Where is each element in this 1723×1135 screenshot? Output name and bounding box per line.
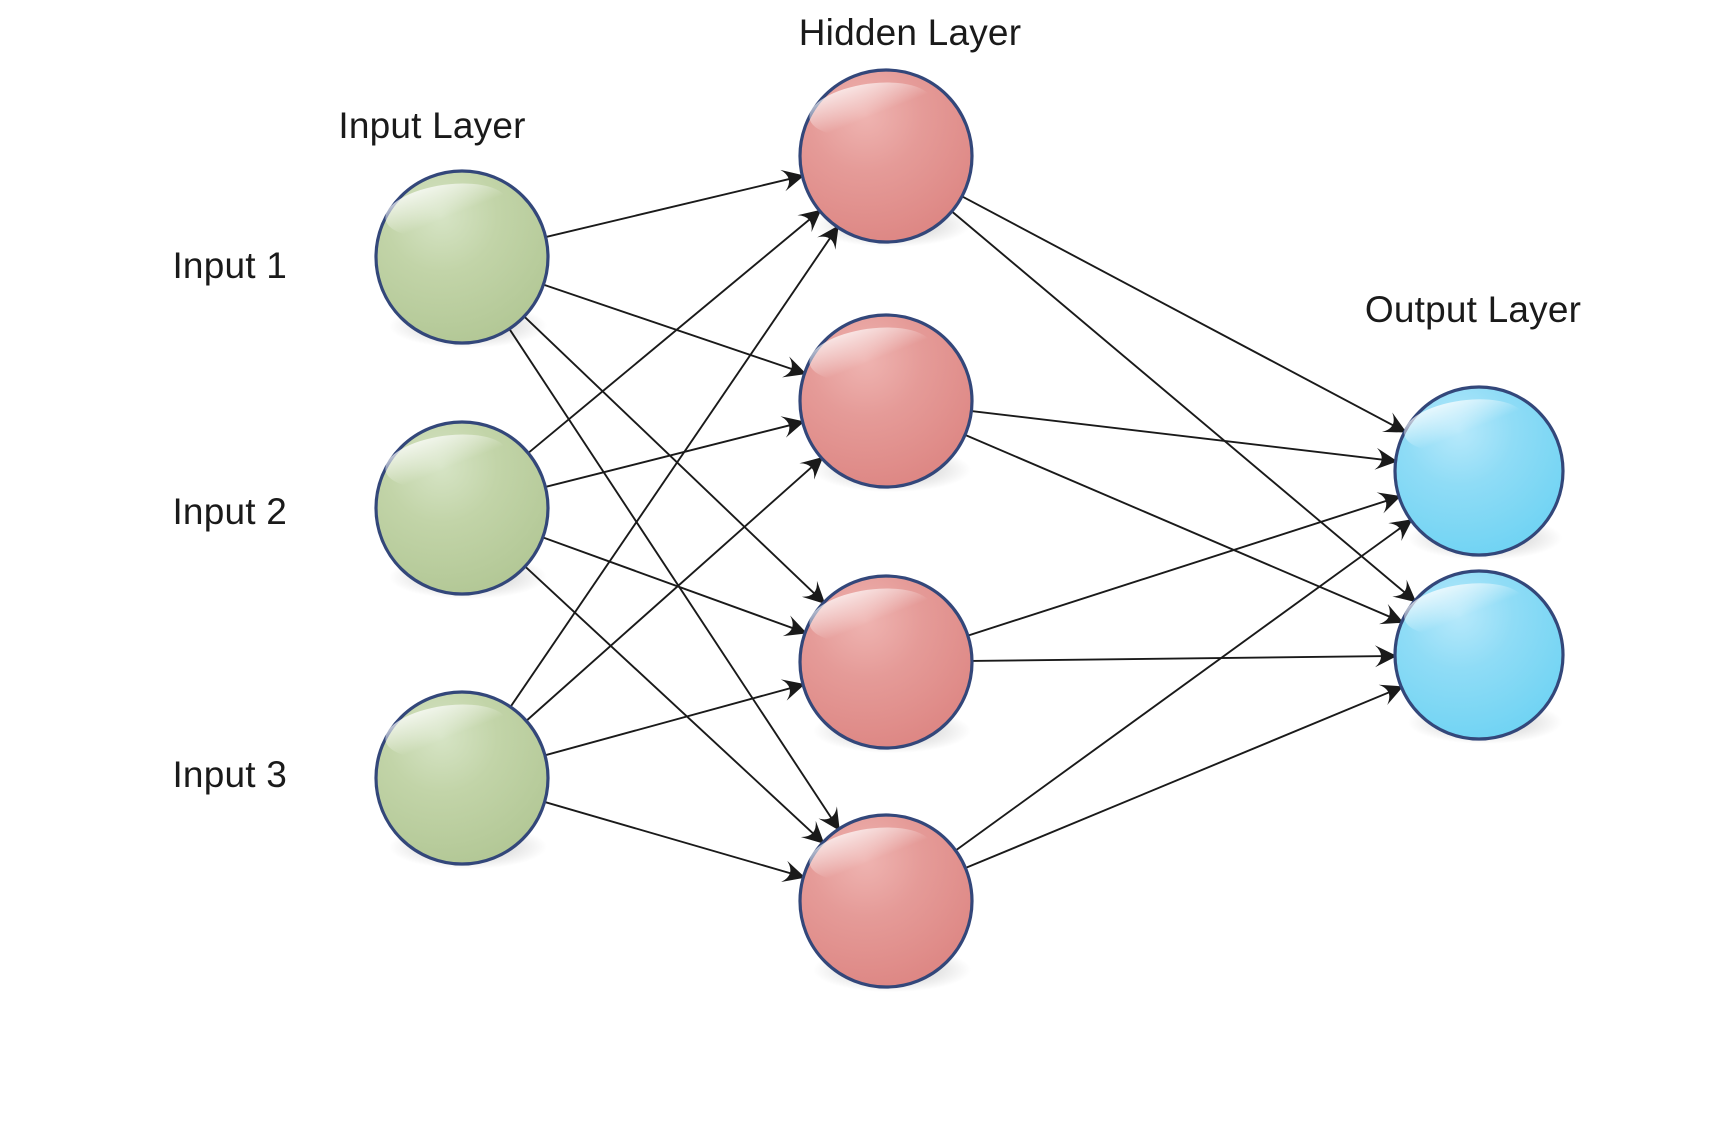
- arrowhead-h1-o2: [1392, 579, 1417, 603]
- edges-group: [508, 174, 1417, 879]
- layer-title-output-layer: Output Layer: [1364, 289, 1582, 330]
- node-highlight: [809, 827, 933, 882]
- arrowhead-h1-o1: [1381, 412, 1407, 433]
- arrowhead-i2-h4: [800, 820, 825, 844]
- edge-i3-h1: [509, 224, 840, 708]
- node-highlight: [809, 82, 933, 137]
- node-label-input-3: Input 3: [172, 754, 287, 795]
- node-h3[interactable]: [798, 574, 974, 754]
- arrowhead-i1-h2: [782, 356, 807, 378]
- arrowhead-h4-o1: [1388, 519, 1413, 541]
- edge-i2-h3: [542, 536, 808, 635]
- node-h2[interactable]: [798, 313, 974, 493]
- edge-i2-h4: [524, 565, 826, 845]
- edge-h4-o2: [965, 685, 1404, 869]
- arrowhead-i2-h2: [780, 416, 805, 438]
- node-highlight: [1404, 583, 1525, 636]
- arrowhead-h2-o2: [1379, 603, 1404, 625]
- node-highlight: [385, 434, 509, 489]
- arrowheads-group: [780, 169, 1417, 883]
- edge-h1-o1: [961, 195, 1408, 434]
- node-label-input-1: Input 1: [172, 245, 287, 286]
- edge-h3-o1: [967, 495, 1402, 637]
- node-h4[interactable]: [798, 813, 974, 993]
- edge-h2-o1: [971, 410, 1398, 463]
- node-i3[interactable]: [374, 690, 550, 870]
- arrowhead-i1-h1: [780, 169, 805, 192]
- node-i2[interactable]: [374, 420, 550, 600]
- edge-h1-o2: [951, 210, 1417, 603]
- arrowhead-i2-h1: [797, 209, 822, 233]
- edge-i3-h3: [544, 683, 806, 757]
- node-o1[interactable]: [1393, 385, 1565, 560]
- edge-i3-h2: [525, 456, 824, 722]
- edge-h2-o2: [964, 433, 1404, 624]
- arrowhead-h3-o2: [1374, 645, 1398, 668]
- nodes-group: [374, 68, 1565, 993]
- node-highlight: [385, 704, 509, 759]
- edge-i1-h2: [543, 283, 807, 375]
- node-i1[interactable]: [374, 169, 550, 349]
- arrowhead-i3-h3: [780, 679, 805, 701]
- edge-i1-h4: [508, 328, 841, 832]
- arrowhead-i1-h3: [801, 580, 826, 604]
- edge-i1-h1: [545, 174, 805, 238]
- arrowhead-i1-h4: [818, 806, 840, 831]
- layer-title-hidden-layer: Hidden Layer: [798, 12, 1022, 53]
- arrowhead-i3-h4: [781, 860, 806, 883]
- edge-h4-o1: [955, 518, 1414, 852]
- node-highlight: [809, 588, 933, 643]
- edge-h3-o2: [971, 655, 1398, 662]
- node-o2[interactable]: [1393, 569, 1565, 744]
- arrowhead-i2-h3: [782, 615, 808, 637]
- edge-i3-h4: [544, 801, 806, 879]
- edge-i1-h3: [523, 315, 826, 605]
- node-label-input-2: Input 2: [172, 491, 287, 532]
- edge-i2-h2: [545, 420, 805, 488]
- arrowhead-h2-o1: [1374, 447, 1398, 470]
- arrowhead-h4-o2: [1378, 684, 1404, 706]
- node-highlight: [809, 327, 933, 382]
- node-highlight: [385, 183, 509, 238]
- node-h1[interactable]: [798, 68, 974, 248]
- layer-title-input-layer: Input Layer: [338, 105, 526, 146]
- node-highlight: [1404, 399, 1525, 452]
- arrowhead-h3-o1: [1376, 492, 1401, 514]
- edge-i2-h1: [527, 208, 822, 454]
